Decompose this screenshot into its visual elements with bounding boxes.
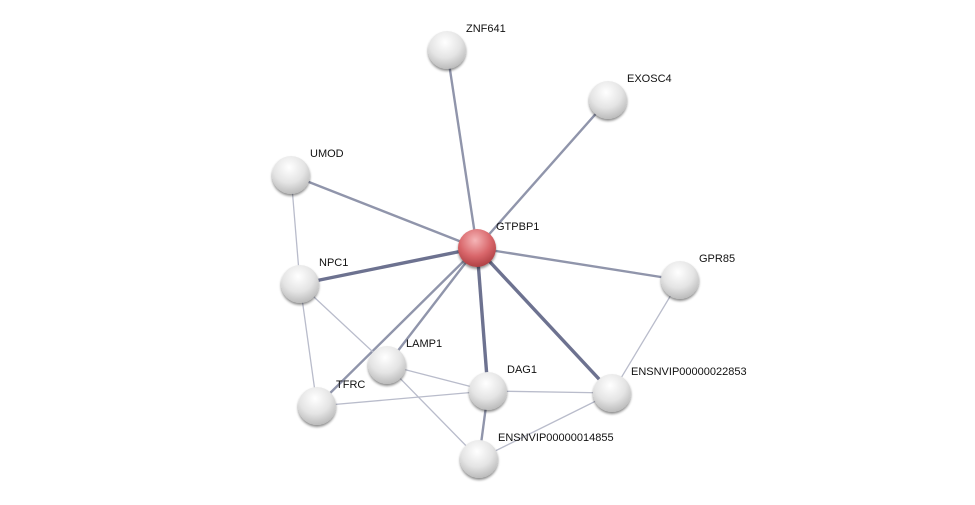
- node-dag1[interactable]: DAG1: [469, 364, 537, 410]
- node-label: ENSNVIP00000022853: [631, 366, 747, 378]
- node-lamp1[interactable]: LAMP1: [368, 338, 442, 384]
- node-label: UMOD: [310, 148, 344, 160]
- query-protein-node-circle[interactable]: [458, 229, 496, 267]
- node-label: GTPBP1: [496, 221, 539, 233]
- edge-ensnvip00000022853-gpr85[interactable]: [611, 279, 681, 394]
- edges-layer: [290, 49, 681, 460]
- edge-npc1-lamp1[interactable]: [299, 283, 388, 366]
- node-label: ENSNVIP00000014855: [498, 432, 614, 444]
- edge-gtpbp1-exosc4[interactable]: [476, 99, 609, 249]
- node-znf641[interactable]: ZNF641: [428, 23, 506, 69]
- protein-node-circle[interactable]: [272, 156, 310, 194]
- edge-gtpbp1-umod[interactable]: [290, 173, 478, 250]
- edge-dag1-ensnvip00000022853[interactable]: [487, 390, 613, 394]
- node-npc1[interactable]: NPC1: [281, 257, 348, 303]
- node-label: GPR85: [699, 253, 735, 265]
- node-label: DAG1: [507, 364, 537, 376]
- protein-node-circle[interactable]: [593, 374, 631, 412]
- edge-gtpbp1-lamp1[interactable]: [386, 247, 478, 366]
- protein-node-circle[interactable]: [460, 440, 498, 478]
- edge-ensnvip00000022853-ensnvip00000014855[interactable]: [478, 392, 613, 460]
- node-tfrc[interactable]: TFRC: [298, 379, 365, 425]
- protein-node-circle[interactable]: [298, 387, 336, 425]
- protein-node-circle[interactable]: [428, 31, 466, 69]
- edge-tfrc-dag1[interactable]: [316, 390, 489, 407]
- node-gpr85[interactable]: GPR85: [661, 253, 735, 299]
- protein-node-circle[interactable]: [469, 372, 507, 410]
- edge-gtpbp1-npc1[interactable]: [299, 246, 478, 286]
- node-ensnvip00000014855[interactable]: ENSNVIP00000014855: [460, 432, 614, 478]
- edge-gtpbp1-dag1[interactable]: [475, 247, 490, 392]
- node-label: NPC1: [319, 257, 348, 269]
- edge-gtpbp1-znf641[interactable]: [445, 49, 479, 249]
- protein-node-circle[interactable]: [281, 265, 319, 303]
- node-label: LAMP1: [406, 338, 442, 350]
- node-ensnvip00000022853[interactable]: ENSNVIP00000022853: [593, 366, 747, 412]
- node-umod[interactable]: UMOD: [272, 148, 344, 194]
- protein-node-circle[interactable]: [368, 346, 406, 384]
- node-gtpbp1[interactable]: GTPBP1: [458, 221, 539, 267]
- node-label: EXOSC4: [627, 73, 672, 85]
- node-label: TFRC: [336, 379, 365, 391]
- edge-gtpbp1-tfrc[interactable]: [316, 247, 478, 407]
- edge-npc1-tfrc[interactable]: [299, 283, 318, 407]
- protein-node-circle[interactable]: [661, 261, 699, 299]
- edge-gtpbp1-gpr85[interactable]: [476, 246, 681, 282]
- edge-gtpbp1-ensnvip00000022853[interactable]: [475, 246, 614, 395]
- node-label: ZNF641: [466, 23, 506, 35]
- node-exosc4[interactable]: EXOSC4: [589, 73, 672, 119]
- protein-node-circle[interactable]: [589, 81, 627, 119]
- edge-lamp1-ensnvip00000014855[interactable]: [386, 364, 480, 460]
